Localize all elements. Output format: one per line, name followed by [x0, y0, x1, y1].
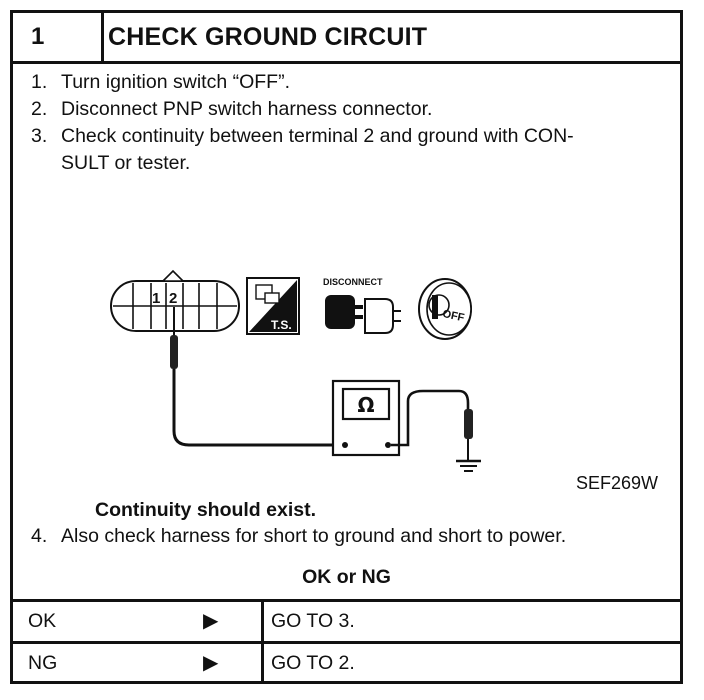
wiring-diagram: 1 2 T.S. DISCONNECT	[110, 269, 481, 472]
tester-tool-icon: T.S.	[246, 277, 300, 335]
result-row-ng: NG ▶ GO TO 2.	[13, 641, 680, 683]
step-item-text: Also check harness for short to ground a…	[61, 525, 567, 547]
continuity-note: Continuity should exist.	[95, 499, 317, 521]
arrow-right-icon: ▶	[203, 610, 219, 632]
step-item-number: 1.	[31, 71, 48, 93]
step-item-text: Check continuity between terminal 2 and …	[61, 125, 574, 147]
ignition-off-label: OFF	[441, 308, 465, 324]
result-action: GO TO 3.	[271, 610, 355, 632]
step-item-number: 3.	[31, 125, 48, 147]
result-label: OK	[28, 610, 57, 632]
ts-label: T.S.	[271, 318, 292, 332]
ignition-switch-icon: OFF	[418, 278, 472, 340]
step-number: 1	[13, 13, 104, 61]
probe-icon	[170, 307, 343, 447]
ohmmeter-icon: Ω	[331, 379, 470, 457]
step-item-text: Disconnect PNP switch harness connector.	[61, 98, 433, 120]
terminal-label: 1	[152, 290, 160, 307]
arrow-right-icon: ▶	[203, 652, 219, 674]
ground-symbol-icon	[456, 409, 481, 472]
result-action: GO TO 2.	[271, 652, 355, 674]
terminal-label: 2	[169, 290, 177, 307]
step-item: 4. Also check harness for short to groun…	[31, 525, 566, 548]
step-item-number: 4.	[31, 525, 48, 547]
procedure-title: CHECK GROUND CIRCUIT	[108, 23, 428, 51]
step-item-text: SULT or tester.	[61, 152, 191, 174]
step-item-text: Turn ignition switch “OFF”.	[61, 71, 290, 93]
procedure-frame: 1 CHECK GROUND CIRCUIT 1. Turn ignition …	[10, 10, 683, 684]
step-item-number: 2.	[31, 98, 48, 120]
disconnect-label: DISCONNECT	[323, 277, 383, 287]
result-prompt: OK or NG	[302, 566, 391, 588]
procedure-header: 1 CHECK GROUND CIRCUIT	[13, 13, 680, 64]
column-divider	[261, 602, 264, 641]
result-label: NG	[28, 652, 58, 674]
figure-id: SEF269W	[576, 473, 659, 493]
meter-symbol: Ω	[357, 393, 374, 417]
result-row-ok: OK ▶ GO TO 3.	[13, 599, 680, 641]
column-divider	[261, 644, 264, 683]
disconnect-icon: DISCONNECT	[323, 277, 401, 334]
